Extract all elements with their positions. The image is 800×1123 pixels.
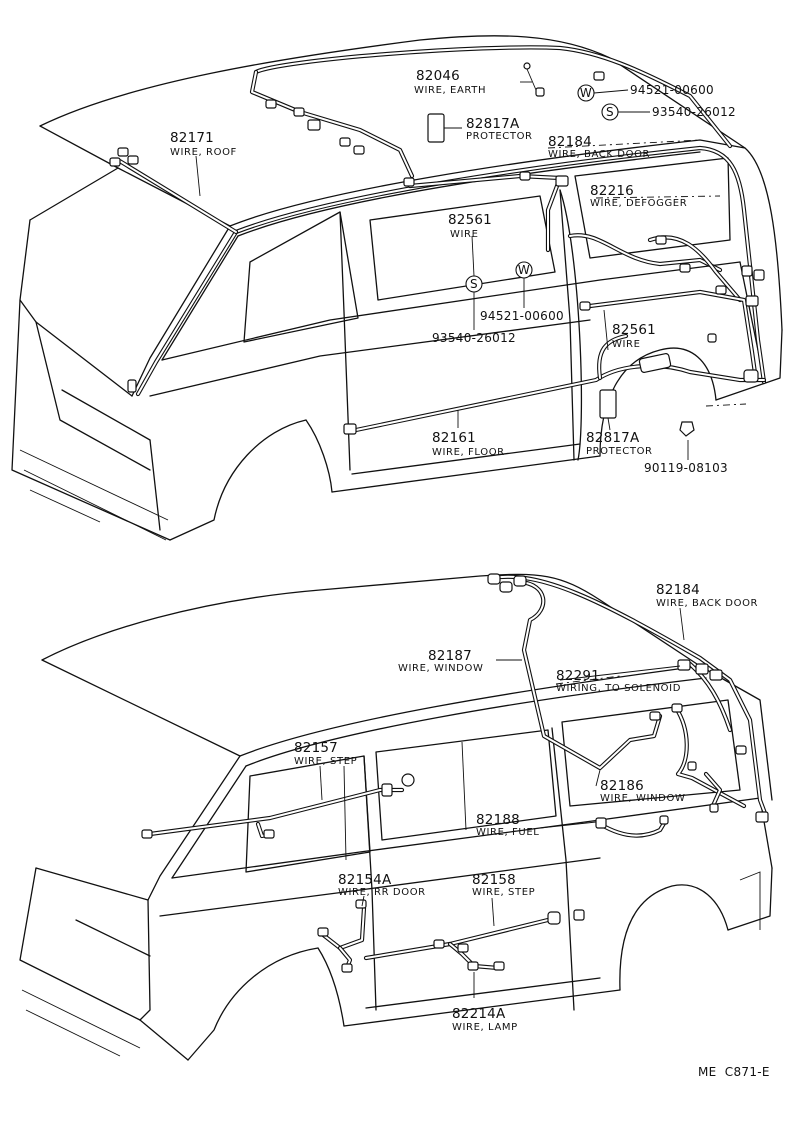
bottom-harness-wires [147,574,769,973]
label-82817a-bot-part: 82817A [586,430,640,446]
label-82184-bot-part: 82184 [656,582,700,598]
label-82214a-part: 82214A [452,1006,506,1022]
label-82161-part: 82161 [432,430,476,446]
label-82291-desc: WIRING, TO SOLENOID [556,683,681,694]
top-connectors [109,62,765,437]
label-82817a-top-desc: PROTECTOR [466,131,533,142]
top-harness-wires [115,45,767,433]
washer-w-mid-symbol: W [518,263,530,277]
label-82171-desc: WIRE, ROOF [170,147,237,158]
label-82186-part: 82186 [600,778,644,794]
label-82188-part: 82188 [476,812,520,828]
label-82154a-desc: WIRE, RR DOOR [338,887,426,898]
label-82216-desc: WIRE, DEFOGGER [590,198,687,209]
fastener-w-top-part: 94521-00600 [630,83,714,97]
label-82817a-bot-desc: PROTECTOR [586,446,653,457]
bottom-labels: 82184 WIRE, BACK DOOR 82187 WIRE, WINDOW… [294,582,770,1079]
label-82161-desc: WIRE, FLOOR [432,447,505,458]
label-82158-part: 82158 [472,872,516,888]
bottom-connectors [141,573,769,973]
label-82214a-desc: WIRE, LAMP [452,1022,518,1033]
label-82561-a-part: 82561 [448,212,492,228]
top-leader-lines [195,81,747,460]
figure-code: ME C871-E [698,1065,770,1079]
label-82157-part: 82157 [294,740,338,756]
label-82216-part: 82216 [590,183,634,199]
label-82171-part: 82171 [170,130,214,146]
fastener-bolt-part: 90119-08103 [644,461,728,475]
label-82561-a-desc: WIRE [450,229,479,240]
label-82188-desc: WIRE, FUEL [476,827,539,838]
screw-s-top-symbol: S [606,105,614,119]
screw-s-mid-symbol: S [470,277,478,291]
label-82184-bot-desc: WIRE, BACK DOOR [656,598,758,609]
label-82184-top-part: 82184 [548,134,592,150]
bottom-leader-lines [319,607,685,998]
bottom-vehicle-body [19,573,773,1061]
label-82187-desc: WIRE, WINDOW [398,663,483,674]
top-vehicle-body [11,35,783,541]
label-82046-desc: WIRE, EARTH [414,85,486,96]
label-82046-part: 82046 [416,68,460,84]
fastener-w-mid-part: 94521-00600 [480,309,564,323]
label-82184-top-desc: WIRE, BACK DOOR [548,149,650,160]
top-fastener-symbols: W S W S [465,84,619,293]
label-82561-b-desc: WIRE [612,339,641,350]
label-82157-desc: WIRE, STEP [294,756,357,767]
label-82561-b-part: 82561 [612,322,656,338]
fastener-s-mid-part: 93540-26012 [432,331,516,345]
label-82817a-top-part: 82817A [466,116,520,132]
fastener-s-top-part: 93540-26012 [652,105,736,119]
label-82154a-part: 82154A [338,872,392,888]
label-82187-part: 82187 [428,648,472,664]
label-82186-desc: WIRE, WINDOW [600,793,685,804]
label-82158-desc: WIRE, STEP [472,887,535,898]
top-labels: 82046 WIRE, EARTH 82817A PROTECTOR 82171… [170,68,736,475]
label-82291-part: 82291 [556,668,600,684]
washer-w-top-symbol: W [580,86,592,100]
